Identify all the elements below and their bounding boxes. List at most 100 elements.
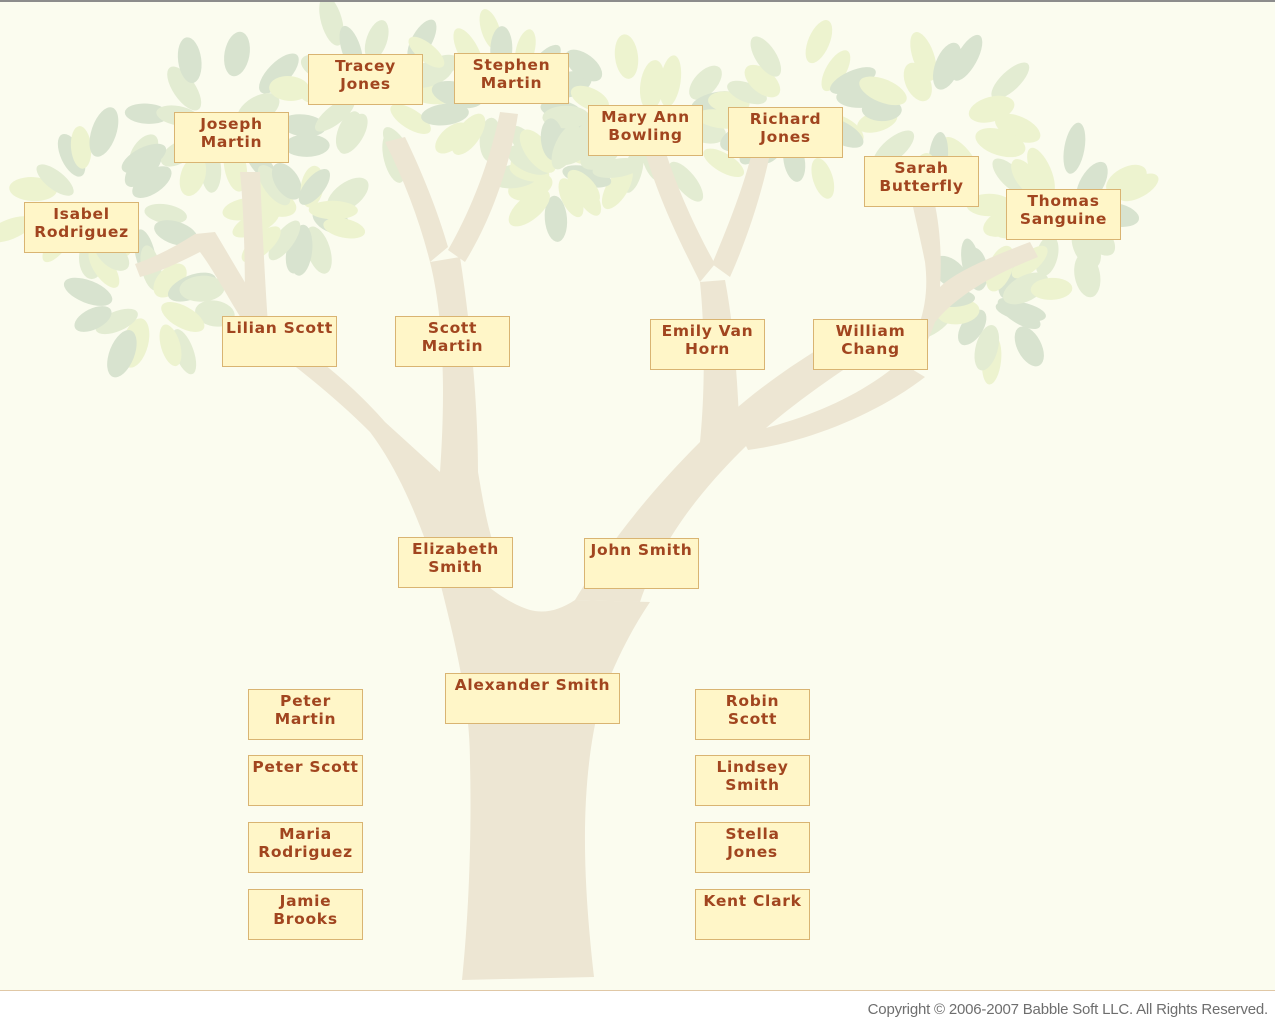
- leaf: [727, 80, 767, 105]
- leaf: [121, 143, 167, 174]
- family-tree-canvas: Isabel Rodriguez Joseph Martin Tracey Jo…: [0, 0, 1275, 990]
- leaf: [315, 97, 355, 132]
- leaf: [957, 309, 987, 346]
- leaf: [974, 325, 1000, 371]
- person-card-scott-martin[interactable]: Scott Martin: [395, 316, 510, 367]
- leaf: [639, 60, 665, 111]
- leaf: [132, 166, 172, 198]
- leaf: [308, 200, 358, 220]
- leaf: [268, 220, 301, 261]
- person-card-emily-van-horn[interactable]: Emily Van Horn: [650, 319, 765, 370]
- person-card-thomas-sanguine[interactable]: Thomas Sanguine: [1006, 189, 1121, 240]
- leaf: [1011, 245, 1048, 279]
- leaf: [36, 164, 74, 196]
- leaf: [821, 50, 851, 92]
- leaf: [565, 49, 603, 82]
- leaf: [859, 76, 907, 106]
- person-card-sarah-butterfly[interactable]: Sarah Butterfly: [864, 156, 979, 207]
- leaf: [89, 107, 119, 157]
- leaf: [1035, 235, 1059, 277]
- person-card-joseph-martin[interactable]: Joseph Martin: [174, 112, 289, 163]
- leaf: [408, 36, 445, 68]
- leaf: [744, 64, 781, 98]
- person-card-peter-scott[interactable]: Peter Scott: [248, 755, 363, 806]
- leaf: [0, 216, 34, 243]
- leaf: [74, 306, 112, 332]
- leaf: [280, 114, 326, 137]
- leaf: [1074, 252, 1101, 298]
- leaf: [167, 66, 202, 111]
- leaf: [144, 203, 187, 224]
- leaf: [1030, 277, 1073, 300]
- leaf: [829, 67, 876, 95]
- leaf: [421, 103, 469, 126]
- leaf: [703, 148, 745, 178]
- leaf: [975, 128, 1026, 158]
- person-card-lindsey-smith[interactable]: Lindsey Smith: [695, 755, 810, 806]
- leaf: [805, 20, 833, 64]
- person-card-maria-rodriguez[interactable]: Maria Rodriguez: [248, 822, 363, 873]
- leaf: [224, 31, 250, 77]
- leaf: [179, 155, 207, 196]
- leaf: [179, 275, 225, 302]
- leaf: [269, 76, 310, 101]
- person-card-isabel-rodriguez[interactable]: Isabel Rodriguez: [24, 202, 139, 253]
- leaf: [544, 195, 568, 242]
- person-card-richard-jones[interactable]: Richard Jones: [728, 107, 843, 158]
- person-card-kent-clark[interactable]: Kent Clark: [695, 889, 810, 940]
- leaf: [63, 277, 113, 306]
- leaf: [335, 111, 362, 153]
- person-card-elizabeth-smith[interactable]: Elizabeth Smith: [398, 537, 513, 588]
- person-card-robin-scott[interactable]: Robin Scott: [695, 689, 810, 740]
- person-card-lilian-scott[interactable]: Lilian Scott: [222, 316, 337, 367]
- leaf: [951, 34, 983, 81]
- person-card-stella-jones[interactable]: Stella Jones: [695, 822, 810, 873]
- leaf: [601, 166, 633, 210]
- leaf: [572, 174, 602, 216]
- leaf: [323, 217, 366, 239]
- leaf: [259, 53, 299, 94]
- leaf: [668, 161, 704, 202]
- person-card-jamie-brooks[interactable]: Jamie Brooks: [248, 889, 363, 940]
- leaf: [319, 2, 344, 46]
- leaf: [435, 122, 469, 154]
- leaf: [390, 104, 431, 134]
- person-card-peter-martin[interactable]: Peter Martin: [248, 689, 363, 740]
- copyright-text: Copyright © 2006-2007 Babble Soft LLC. A…: [867, 1001, 1269, 1018]
- leaf: [159, 324, 182, 367]
- leaf: [364, 20, 389, 61]
- leaf: [519, 129, 557, 173]
- leaf: [177, 37, 202, 84]
- leaf: [257, 165, 291, 206]
- person-card-alexander-smith[interactable]: Alexander Smith: [445, 673, 620, 724]
- leaf: [592, 158, 642, 178]
- leaf: [750, 36, 782, 77]
- leaf: [508, 189, 550, 227]
- person-card-stephen-martin[interactable]: Stephen Martin: [454, 53, 569, 104]
- leaf: [558, 178, 584, 218]
- person-card-william-chang[interactable]: William Chang: [813, 319, 928, 370]
- leaf: [910, 32, 937, 81]
- leaf: [689, 65, 722, 100]
- person-card-john-smith[interactable]: John Smith: [584, 538, 699, 589]
- leaf: [551, 123, 581, 170]
- leaf: [107, 330, 137, 378]
- leaf: [811, 158, 835, 199]
- leaf: [991, 62, 1030, 100]
- leaf: [1027, 147, 1055, 196]
- person-card-tracey-jones[interactable]: Tracey Jones: [308, 54, 423, 105]
- leaf: [161, 302, 205, 332]
- page-footer: Copyright © 2006-2007 Babble Soft LLC. A…: [0, 990, 1275, 1024]
- tree-foliage: [0, 2, 1159, 385]
- person-card-mary-ann-bowling[interactable]: Mary Ann Bowling: [588, 105, 703, 156]
- leaf: [1014, 326, 1044, 367]
- leaf: [1118, 173, 1159, 202]
- leaf: [997, 297, 1041, 330]
- leaf: [124, 103, 170, 124]
- leaf: [614, 34, 639, 79]
- leaf: [968, 95, 1015, 123]
- leaf: [70, 126, 92, 169]
- leaf: [88, 248, 120, 288]
- leaf: [95, 308, 138, 335]
- leaf: [1011, 159, 1042, 196]
